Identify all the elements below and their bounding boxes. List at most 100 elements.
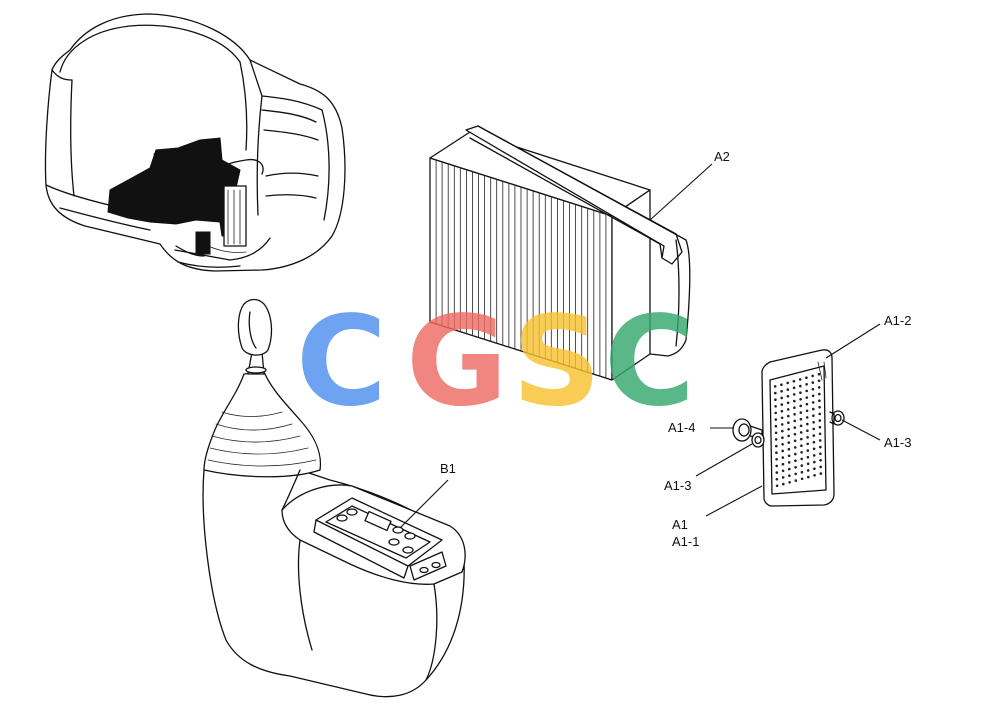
a2-filter-element [429,125,691,381]
callout-a1-2: A1-2 [884,313,911,328]
perforation-hole [813,467,816,471]
perforation-hole [792,393,796,396]
callout-a1-1: A1-1 [672,534,699,549]
perforation-hole [780,416,784,420]
perforation-hole [800,451,803,454]
perforation-hole [806,469,810,472]
perforation-hole [817,386,821,389]
perforation-hole [819,465,822,469]
perforation-hole [811,374,814,378]
perforation-hole [781,462,785,466]
perforation-hole [794,459,797,463]
perforation-hole [775,471,779,474]
perforation-hole [781,476,785,479]
callout-a1-4: A1-4 [668,420,695,435]
perforation-hole [811,381,815,384]
perforation-hole [819,459,822,462]
perforation-hole [812,454,816,457]
perforation-hole [775,477,779,481]
perforation-hole [806,422,809,426]
perforation-hole [800,444,803,448]
perforation-hole [806,455,810,459]
perforation-hole [781,443,784,446]
perforation-hole [812,407,815,411]
perforation-hole [813,474,816,477]
a2-filter-pleats [429,157,613,381]
perforation-hole [781,469,785,473]
perforation-hole [806,442,809,446]
perforation-hole [818,412,821,416]
perforation-hole [788,474,791,478]
cab-overview-illustration [44,13,346,272]
perforation-hole [800,437,803,441]
perforation-hole [773,385,777,388]
perforation-hole [799,404,802,408]
perforation-hole [812,414,815,418]
a1-4-knob [732,418,763,442]
perforation-hole [811,387,815,391]
perforation-hole [780,403,784,406]
perforation-hole [793,426,797,429]
perforation-hole [813,460,816,464]
perforation-hole [818,399,821,403]
perforation-hole [788,467,791,471]
perforation-hole [793,419,796,423]
perforation-hole [787,421,790,425]
perforation-hole [793,439,797,443]
perforation-hole [781,436,784,440]
callout-a1: A1 [672,517,688,532]
perforation-hole [799,424,803,428]
perforation-hole [793,406,796,410]
perforation-hole [799,384,802,388]
perforation-hole [775,484,779,488]
perforation-hole [818,439,822,442]
perforation-hole [800,457,803,461]
perforation-hole [819,452,822,456]
perforation-hole [794,466,797,469]
perforation-hole [786,408,790,411]
perforation-hole [807,475,810,479]
perforation-hole [800,470,804,474]
cgsc-watermark: C G S C [296,290,695,434]
perforation-hole [793,399,796,403]
perforation-hole [812,434,816,437]
perforation-hole [818,392,821,396]
perforation-hole [799,417,803,421]
perforation-hole [788,481,791,484]
perforation-hole [819,472,823,475]
perforation-hole [780,383,783,387]
perforation-hole [775,458,778,461]
perforation-hole [812,447,816,451]
a1-3-stud-right [829,410,845,426]
perforation-hole [799,431,803,434]
perforation-hole [794,452,797,456]
perforation-hole [787,434,790,438]
leader-lines [399,163,881,529]
perforation-hole [780,409,784,413]
perforation-hole [805,376,808,380]
perforation-hole [805,402,809,406]
perforation-hole [819,445,822,449]
perforation-hole [774,411,777,415]
perforation-hole [806,436,809,439]
a1-cover-plate [732,349,845,507]
callout-a1-3-left: A1-3 [664,478,691,493]
perforation-hole [792,386,796,390]
perforation-hole [786,394,790,398]
perforation-hole [805,409,809,413]
perforation-hole [798,378,802,381]
perforation-hole [781,456,785,459]
perforation-hole [818,425,822,429]
perforation-hole [799,398,802,401]
perforation-hole [817,372,821,376]
perforation-hole [786,401,790,405]
perforation-hole [780,390,783,393]
perforation-hole [775,444,778,448]
perforation-hole [805,383,808,386]
perforation-hole [794,472,797,476]
perforation-hole [787,414,790,418]
perforation-hole [805,396,809,399]
perforation-hole [782,482,785,486]
perforation-hole [774,418,778,421]
